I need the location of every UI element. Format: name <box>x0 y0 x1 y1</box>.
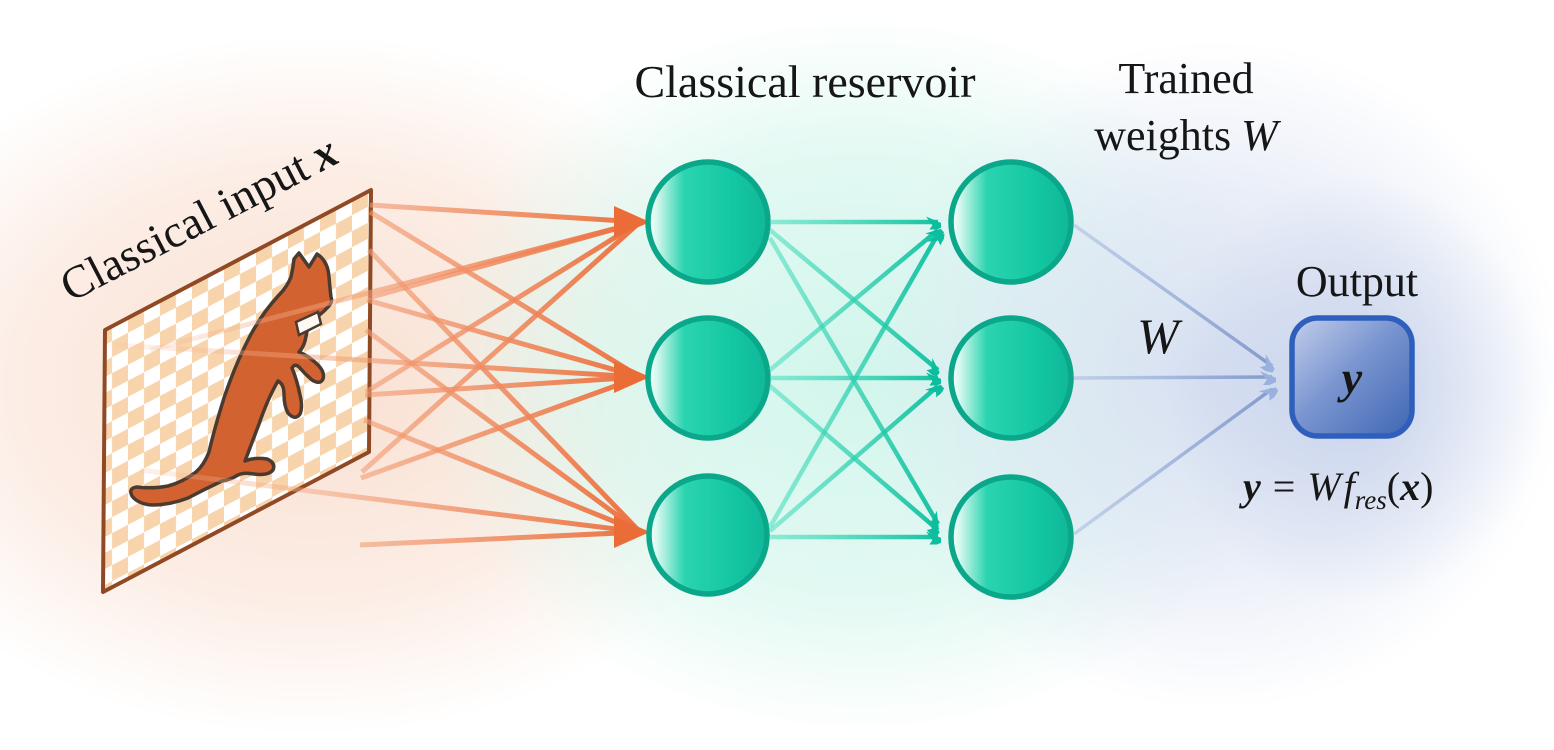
cat-collar <box>294 310 323 337</box>
weight-matrix-label: W <box>1137 308 1183 364</box>
reservoir-node <box>948 159 1074 285</box>
reservoir-layer-1 <box>645 159 771 597</box>
output-box <box>1289 315 1415 439</box>
output-box-value: y <box>1337 352 1363 403</box>
input-arrowheads <box>614 206 650 548</box>
reservoir-node <box>948 474 1074 600</box>
classical-reservoir-label: Classical reservoir <box>634 56 975 107</box>
reservoir-node <box>645 315 771 441</box>
input-arrowhead <box>614 206 650 238</box>
weight-arrows <box>1072 223 1272 536</box>
reservoir-node <box>645 159 771 285</box>
reservoir-node <box>646 473 770 597</box>
reservoir-layer-2 <box>948 159 1074 600</box>
input-arrowhead <box>614 516 650 548</box>
reservoir-node <box>948 315 1074 441</box>
input-connection-lines <box>114 202 642 548</box>
input-arrowhead <box>614 361 650 393</box>
trained-weights-label-line1: Trained <box>1118 54 1253 103</box>
output-label: Output <box>1296 257 1418 306</box>
reservoir-connection-lines <box>768 222 938 537</box>
output-formula: y=Wfres(x) <box>1239 464 1433 515</box>
